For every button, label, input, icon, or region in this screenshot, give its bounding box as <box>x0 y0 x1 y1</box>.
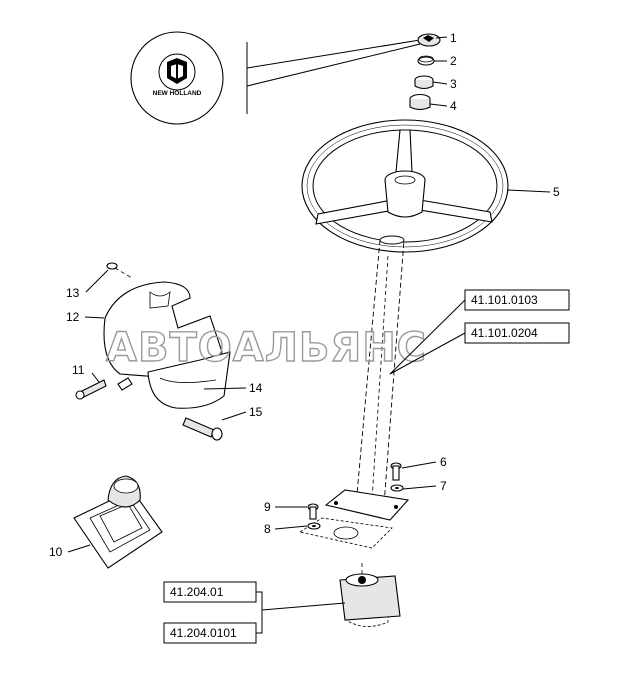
callout-7: 7 <box>440 479 447 493</box>
callout-3: 3 <box>450 77 457 91</box>
callout-1: 1 <box>450 31 457 45</box>
callout-5: 5 <box>553 185 560 199</box>
callout-6: 6 <box>440 455 447 469</box>
callout-4: 4 <box>450 99 457 113</box>
reference-code: 41.101.0103 <box>471 293 538 307</box>
part-12-column-cover-upper <box>103 281 223 381</box>
part-7-washer <box>390 484 404 492</box>
part-4-insulator <box>409 93 431 111</box>
callout-14: 14 <box>249 381 263 395</box>
reference-box-1[interactable]: 41.101.0103 <box>464 289 570 311</box>
part-13-screw <box>106 262 133 279</box>
reference-box-2[interactable]: 41.101.0204 <box>464 322 570 344</box>
part-15-screw <box>182 417 223 441</box>
callout-9: 9 <box>264 500 271 514</box>
callout-2: 2 <box>450 54 457 68</box>
steering-unit <box>339 560 401 627</box>
part-6-bolt <box>390 462 402 481</box>
horn-button-logo: NEW HOLLAND <box>130 31 224 125</box>
reference-code: 41.101.0204 <box>471 326 538 340</box>
part-14-column-cover-lower <box>147 351 231 409</box>
reference-box-4[interactable]: 41.204.0101 <box>163 622 257 644</box>
callout-15: 15 <box>249 405 263 419</box>
steering-column <box>298 235 410 549</box>
watermark: АВТОАЛЬЯНС <box>106 325 427 371</box>
reference-box-3[interactable]: 41.204.01 <box>163 581 257 603</box>
reference-code: 41.204.0101 <box>170 626 237 640</box>
part-2-spring <box>417 55 435 66</box>
callout-11: 11 <box>72 363 85 377</box>
part-3-contact <box>414 75 434 90</box>
callout-12: 12 <box>66 310 80 324</box>
part-1-horn-cap <box>417 33 441 47</box>
leader-line <box>246 43 421 87</box>
part-10-gear-lever-boot <box>73 475 163 569</box>
reference-code: 41.204.01 <box>170 585 224 599</box>
brand-logo-text: NEW HOLLAND <box>153 90 202 97</box>
leader-line <box>246 39 421 69</box>
part-8-washer <box>307 522 321 530</box>
part-11-screw <box>75 377 133 400</box>
callout-8: 8 <box>264 522 271 536</box>
callout-13: 13 <box>66 286 80 300</box>
part-9-bolt <box>307 503 319 520</box>
callout-10: 10 <box>49 545 63 559</box>
part-5-steering-wheel <box>301 119 509 253</box>
